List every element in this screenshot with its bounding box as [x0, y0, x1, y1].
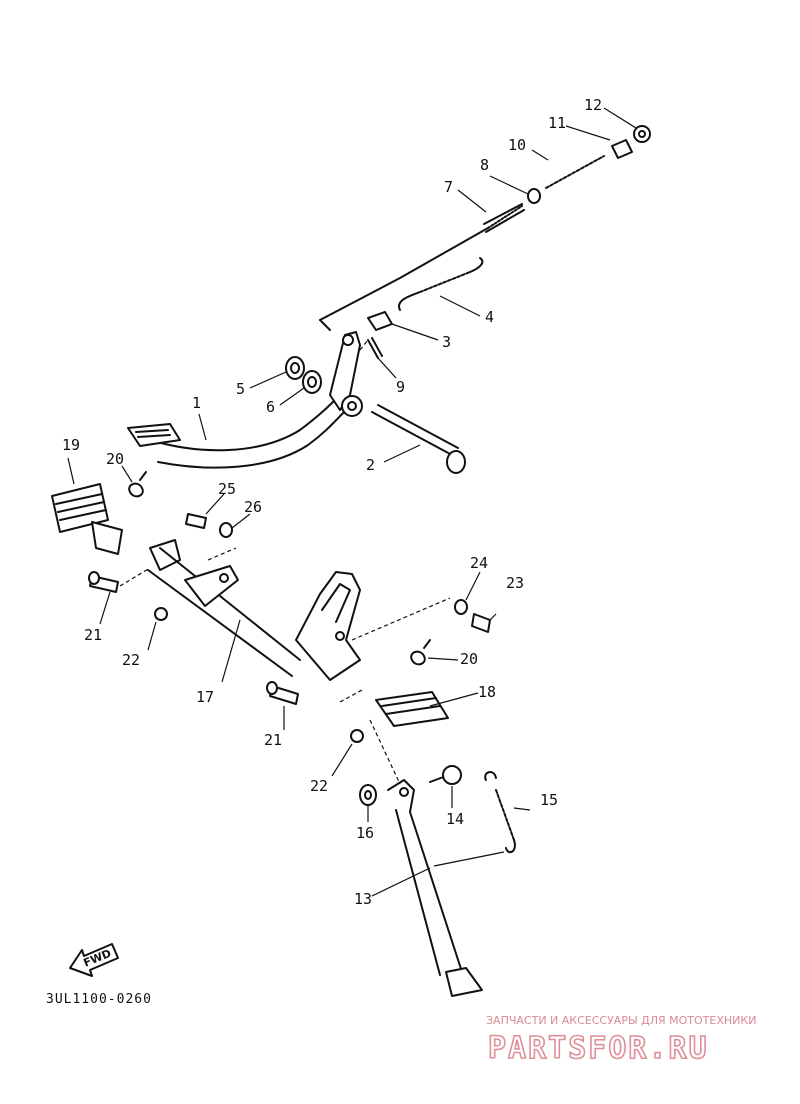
callout-8: 8 [480, 156, 489, 174]
callout-15: 15 [540, 791, 558, 809]
washer-8 [527, 188, 541, 204]
washer-26 [219, 522, 233, 538]
callout-20-right: 20 [460, 650, 478, 668]
spring-15 [484, 771, 516, 854]
leader-lines [67, 107, 637, 897]
callout-5: 5 [236, 380, 245, 398]
callout-10: 10 [508, 136, 526, 154]
washer-5 [285, 356, 305, 380]
bolt-25 [185, 513, 207, 529]
callout-labels: 1 2 3 4 5 6 7 8 9 10 11 12 13 14 15 16 1… [62, 96, 602, 908]
callout-23: 23 [506, 574, 524, 592]
callout-24: 24 [470, 554, 488, 572]
bracket-3 [367, 311, 393, 331]
pivot-shaft [371, 404, 466, 474]
callout-19: 19 [62, 436, 80, 454]
callout-6: 6 [266, 398, 275, 416]
spring-20-left [128, 471, 147, 498]
callout-3: 3 [442, 333, 451, 351]
watermark: ЗАПЧАСТИ И АКСЕССУАРЫ ДЛЯ МОТОТЕХНИКИ PA… [486, 1014, 756, 1067]
brake-pedal [127, 331, 363, 469]
callout-22-left: 22 [122, 651, 140, 669]
callout-13: 13 [354, 890, 372, 908]
callout-21-left: 21 [84, 626, 102, 644]
callout-26: 26 [244, 498, 262, 516]
spring-10 [545, 155, 605, 189]
callout-21-right: 21 [264, 731, 282, 749]
callout-2: 2 [366, 456, 375, 474]
footrest-bracket [147, 539, 361, 681]
nut-22-left [154, 607, 168, 621]
callout-22-right: 22 [310, 777, 328, 795]
pin-21-left [88, 571, 119, 593]
watermark-caption: ЗАПЧАСТИ И АКСЕССУАРЫ ДЛЯ МОТОТЕХНИКИ [486, 1014, 756, 1027]
callout-17: 17 [196, 688, 214, 706]
footrest-19 [51, 483, 123, 555]
callout-18: 18 [478, 683, 496, 701]
washer-24 [454, 599, 468, 615]
callout-9: 9 [396, 378, 405, 396]
diagram-code: 3UL1100-0260 [46, 992, 152, 1007]
collar-16 [359, 784, 377, 806]
bolt-14 [429, 765, 462, 785]
callout-14: 14 [446, 810, 464, 828]
washer-6 [302, 370, 322, 394]
joint-11 [611, 139, 633, 159]
cotter-pin-9 [367, 337, 383, 359]
pin-21-right [266, 681, 299, 705]
bolt-23 [471, 613, 491, 633]
spring-20-right [410, 639, 431, 666]
callout-7: 7 [444, 178, 453, 196]
callout-20-left: 20 [106, 450, 124, 468]
brake-rod [319, 203, 525, 331]
nut-12 [633, 125, 651, 143]
watermark-brand: PARTSFOR.RU [488, 1031, 709, 1066]
sidestand-13 [387, 779, 483, 997]
spring-4 [398, 257, 484, 311]
callout-25: 25 [218, 480, 236, 498]
callout-1: 1 [192, 394, 201, 412]
callout-11: 11 [548, 114, 566, 132]
callout-4: 4 [485, 308, 494, 326]
nut-22-right [350, 729, 364, 743]
footrest-18 [375, 691, 449, 727]
callout-12: 12 [584, 96, 602, 114]
callout-16: 16 [356, 824, 374, 842]
fwd-arrow: FWD [69, 943, 119, 977]
